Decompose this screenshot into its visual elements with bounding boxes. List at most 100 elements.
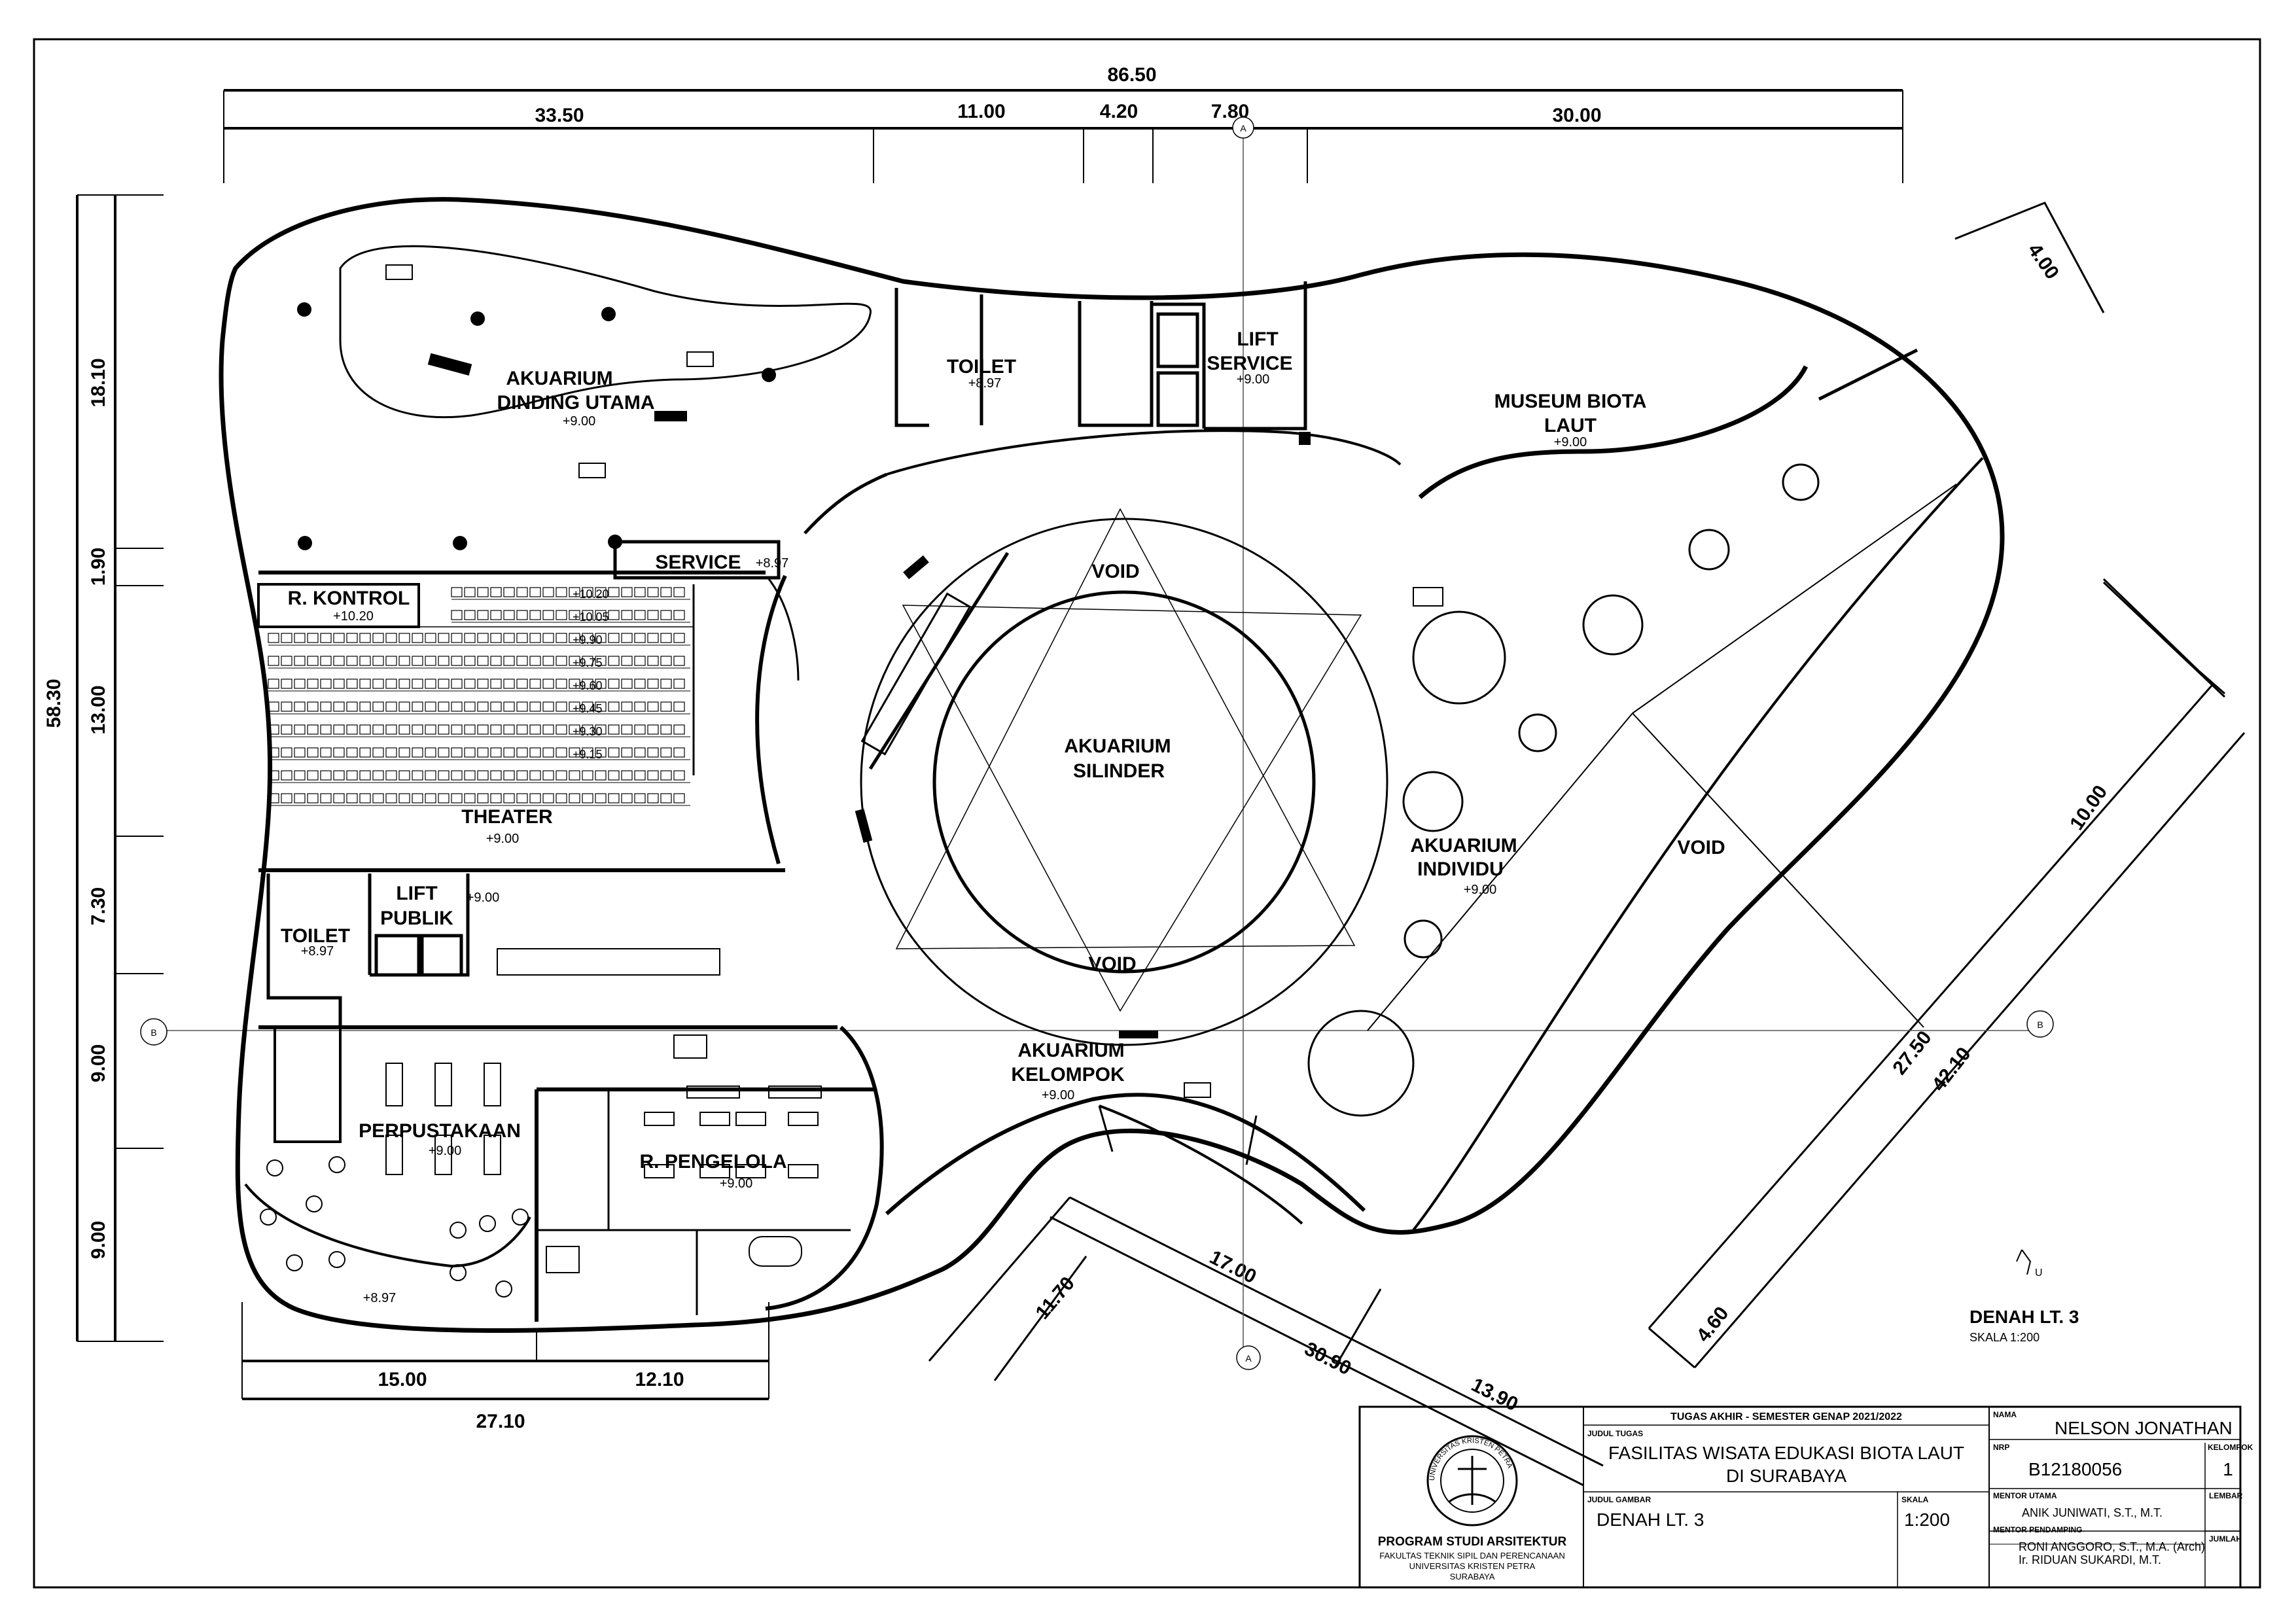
theater-seat	[425, 724, 436, 735]
svg-text:+9.00: +9.00	[486, 832, 520, 846]
theater-seat	[569, 724, 580, 735]
theater-seat	[320, 679, 332, 689]
grid-marker-a-top: A	[1232, 116, 1254, 139]
tb-kelompok-label: KELOMPOK	[2208, 1443, 2253, 1452]
theater-seat	[634, 656, 646, 666]
theater-seat	[372, 770, 384, 781]
theater-seat	[516, 633, 528, 643]
theater-seat	[294, 656, 306, 666]
theater-seat	[660, 770, 672, 781]
dim-diag-1: 11.70	[1031, 1273, 1078, 1323]
theater-seat	[621, 679, 633, 689]
theater-seat	[660, 656, 672, 666]
svg-text:B: B	[2037, 1019, 2043, 1030]
furniture	[260, 264, 1443, 1297]
theater-row-level: +9.75	[573, 656, 603, 669]
theater-seat	[529, 770, 541, 781]
theater-seat	[647, 701, 659, 712]
theater-seat	[320, 770, 332, 781]
svg-text:AKUARIUM: AKUARIUM	[1410, 835, 1517, 856]
theater-seat	[542, 770, 554, 781]
top-service-block	[894, 281, 1307, 431]
theater-seat	[516, 724, 528, 735]
theater-seat	[556, 610, 567, 620]
theater-seat	[320, 747, 332, 758]
theater-seat	[556, 679, 567, 689]
svg-text:INDIVIDU: INDIVIDU	[1417, 858, 1504, 880]
theater-seat	[385, 701, 397, 712]
theater-seat	[359, 633, 371, 643]
theater-seat	[608, 747, 620, 758]
theater-seat	[294, 679, 306, 689]
theater-seat	[281, 633, 292, 643]
dim-top-3: 4.20	[1100, 101, 1138, 122]
svg-text:+9.00: +9.00	[1554, 435, 1587, 450]
title-block	[1358, 1405, 2242, 1589]
label-toilet-left: TOILET +8.97	[281, 925, 350, 959]
dim-right-lower-3: 4.60	[1693, 1303, 1733, 1346]
theater-seat	[359, 747, 371, 758]
theater-seat	[438, 747, 450, 758]
label-kelompok: AKUARIUM KELOMPOK +9.00	[1011, 1040, 1125, 1103]
tb-faculty: FAKULTAS TEKNIK SIPIL DAN PERENCANAAN	[1379, 1551, 1564, 1561]
tb-nrp: B12180056	[2028, 1459, 2122, 1479]
theater-seat	[647, 724, 659, 735]
tb-header: TUGAS AKHIR - SEMESTER GENAP 2021/2022	[1670, 1411, 1902, 1422]
theater-seat	[333, 747, 345, 758]
svg-text:+9.00: +9.00	[720, 1176, 753, 1191]
theater-seat	[464, 610, 476, 620]
theater-seat	[634, 724, 646, 735]
label-akuarium-dinding: AKUARIUM DINDING UTAMA +9.00	[497, 368, 654, 429]
theater-seat	[542, 656, 554, 666]
tb-pendamping-label: MENTOR PENDAMPING	[1993, 1525, 2082, 1534]
theater-seat	[412, 679, 423, 689]
theater-seat	[307, 656, 319, 666]
svg-text:+9.00: +9.00	[563, 414, 596, 429]
dim-left-4: 7.30	[88, 887, 109, 925]
tb-nama: NELSON JONATHAN	[2055, 1418, 2233, 1438]
theater-seat	[294, 770, 306, 781]
theater-seat	[477, 587, 489, 597]
dim-left-3: 13.00	[88, 685, 109, 734]
theater-seat	[673, 633, 685, 643]
theater-seat	[385, 770, 397, 781]
theater-seat	[529, 656, 541, 666]
theater-seat	[608, 656, 620, 666]
theater-row-level: +9.90	[573, 633, 603, 646]
theater-seat	[490, 770, 502, 781]
theater-seat	[412, 656, 423, 666]
label-service: SERVICE +8.97	[655, 552, 788, 573]
theater-seat	[542, 679, 554, 689]
theater-seat	[621, 610, 633, 620]
theater-seat	[503, 587, 515, 597]
theater-seat	[451, 679, 463, 689]
theater-seat	[477, 793, 489, 803]
theater-seat	[673, 587, 685, 597]
akuarium-dinding-outline	[339, 245, 872, 419]
drawing-title: DENAH LT. 3	[1969, 1307, 2079, 1327]
label-perpustakaan: PERPUSTAKAAN +9.00	[359, 1120, 521, 1158]
theater-seat	[451, 793, 463, 803]
grid-marker-b-right: B	[2026, 1010, 2054, 1038]
theater-seat	[673, 679, 685, 689]
label-reading-level: +8.97	[363, 1291, 397, 1305]
structural-columns	[297, 302, 1311, 1038]
dim-right-lower-2: 42.10	[1928, 1043, 1975, 1095]
dim-diag-4: 13.90	[1468, 1374, 1521, 1415]
label-kontrol: R. KONTROL +10.20	[288, 588, 410, 624]
svg-text:AKUARIUM: AKUARIUM	[1064, 735, 1171, 757]
label-lift-service: LIFT SERVICE +9.00	[1207, 328, 1292, 387]
theater-seat	[346, 701, 358, 712]
svg-text:AKUARIUM: AKUARIUM	[506, 368, 612, 389]
theater-seat	[595, 701, 607, 712]
theater-seat	[320, 724, 332, 735]
theater-seat	[529, 793, 541, 803]
theater-seat	[490, 701, 502, 712]
tb-mentor-label: MENTOR UTAMA	[1993, 1491, 2057, 1500]
svg-text:DINDING UTAMA: DINDING UTAMA	[497, 392, 654, 414]
theater-seat	[359, 793, 371, 803]
svg-text:SILINDER: SILINDER	[1073, 760, 1165, 782]
theater-seat	[477, 679, 489, 689]
svg-text:+8.97: +8.97	[301, 944, 334, 959]
theater-seat	[582, 724, 593, 735]
